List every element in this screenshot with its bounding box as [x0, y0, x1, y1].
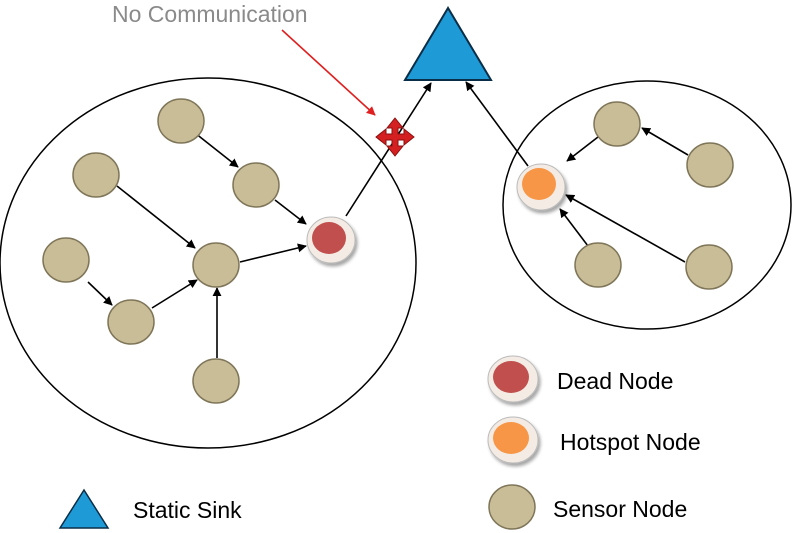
sensor-node: [686, 142, 734, 188]
link-arrow: [641, 127, 689, 156]
legend-sensor-node-label: Sensor Node: [553, 496, 687, 522]
link-arrow: [239, 243, 307, 263]
no-communication-label: No Communication: [112, 1, 308, 27]
link-arrow: [559, 208, 589, 247]
sensor-node: [685, 244, 733, 290]
right-cluster-nodes: [574, 101, 734, 290]
legend-dead-node-icon: [487, 355, 539, 403]
broken-link-icon: [375, 117, 415, 157]
sensor-node: [192, 358, 240, 404]
link-arrow: [566, 136, 599, 162]
static-sink: [403, 6, 493, 81]
sensor-node: [157, 98, 205, 144]
link-arrow: [87, 281, 113, 306]
right-cluster-links: [465, 81, 689, 263]
link-arrow: [116, 185, 196, 249]
sensor-node: [107, 299, 155, 345]
link-arrow: [274, 199, 307, 225]
sensor-node: [192, 242, 240, 288]
sensor-node: [574, 242, 622, 288]
legend-sensor-node-icon: [488, 484, 536, 530]
left-cluster-links: [87, 82, 432, 358]
link-dead-to-sink: [345, 82, 432, 217]
link-arrow: [194, 132, 239, 168]
legend-hotspot-node-label: Hotspot Node: [560, 429, 701, 455]
legend: Dead Node Hotspot Node Sensor Node Stati…: [58, 355, 701, 530]
cluster-right-boundary: [502, 80, 792, 330]
cluster-left-boundary: [0, 77, 417, 449]
sensor-node: [232, 162, 280, 208]
sensor-node: [72, 152, 120, 198]
sensor-node: [593, 101, 641, 147]
dead-node: [306, 216, 356, 264]
sensor-node: [42, 237, 90, 283]
left-cluster-nodes: [42, 98, 280, 404]
legend-hotspot-node-icon: [487, 416, 539, 464]
link-arrow: [565, 194, 686, 263]
link-arrow: [151, 279, 198, 309]
hotspot-node: [516, 163, 566, 211]
legend-static-sink-label: Static Sink: [133, 497, 242, 523]
annotation-arrow: [281, 29, 376, 116]
link-arrow: [465, 81, 529, 167]
legend-static-sink-icon: [58, 488, 110, 529]
legend-dead-node-label: Dead Node: [557, 368, 673, 394]
